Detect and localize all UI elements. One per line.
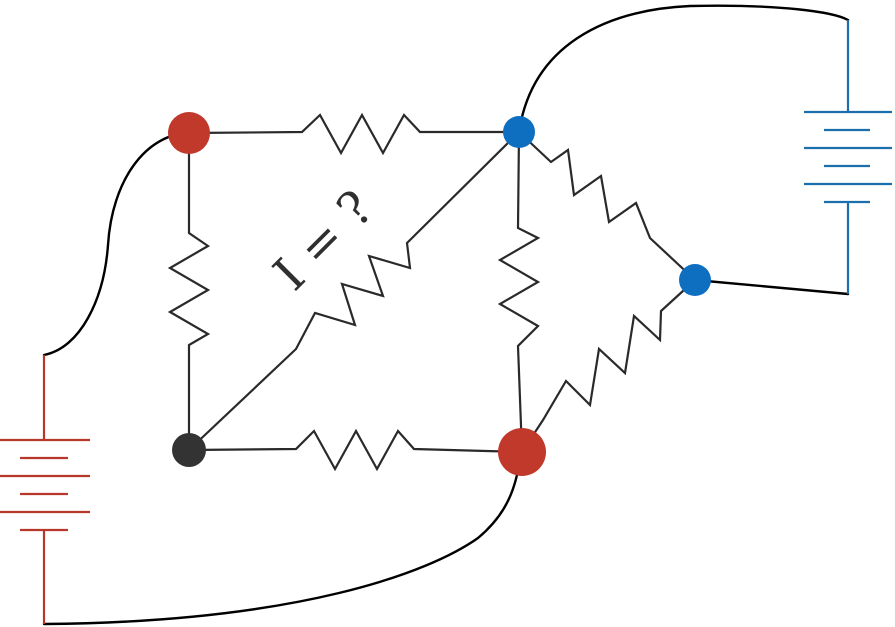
node-bottom-right <box>498 428 546 476</box>
battery-left <box>0 355 90 624</box>
current-label: I = ? <box>263 180 384 301</box>
resistor-middle-vertical <box>497 130 541 454</box>
wire-left-battery-top <box>42 131 191 357</box>
resistor-upper-right <box>517 130 697 282</box>
resistor-left <box>167 131 211 452</box>
node-far-right <box>679 264 711 296</box>
wire-right-battery-top <box>517 4 850 134</box>
wire-right-battery-bottom <box>693 278 850 296</box>
wire-left-battery-bottom <box>42 450 524 626</box>
node-top-right <box>503 116 535 148</box>
node-bottom-left <box>172 433 206 467</box>
node-top-left <box>168 112 210 154</box>
resistor-bottom <box>187 428 524 472</box>
battery-right <box>804 20 892 294</box>
resistor-diagonal <box>187 130 521 452</box>
resistor-lower-right <box>520 278 697 454</box>
resistor-top <box>187 112 521 156</box>
